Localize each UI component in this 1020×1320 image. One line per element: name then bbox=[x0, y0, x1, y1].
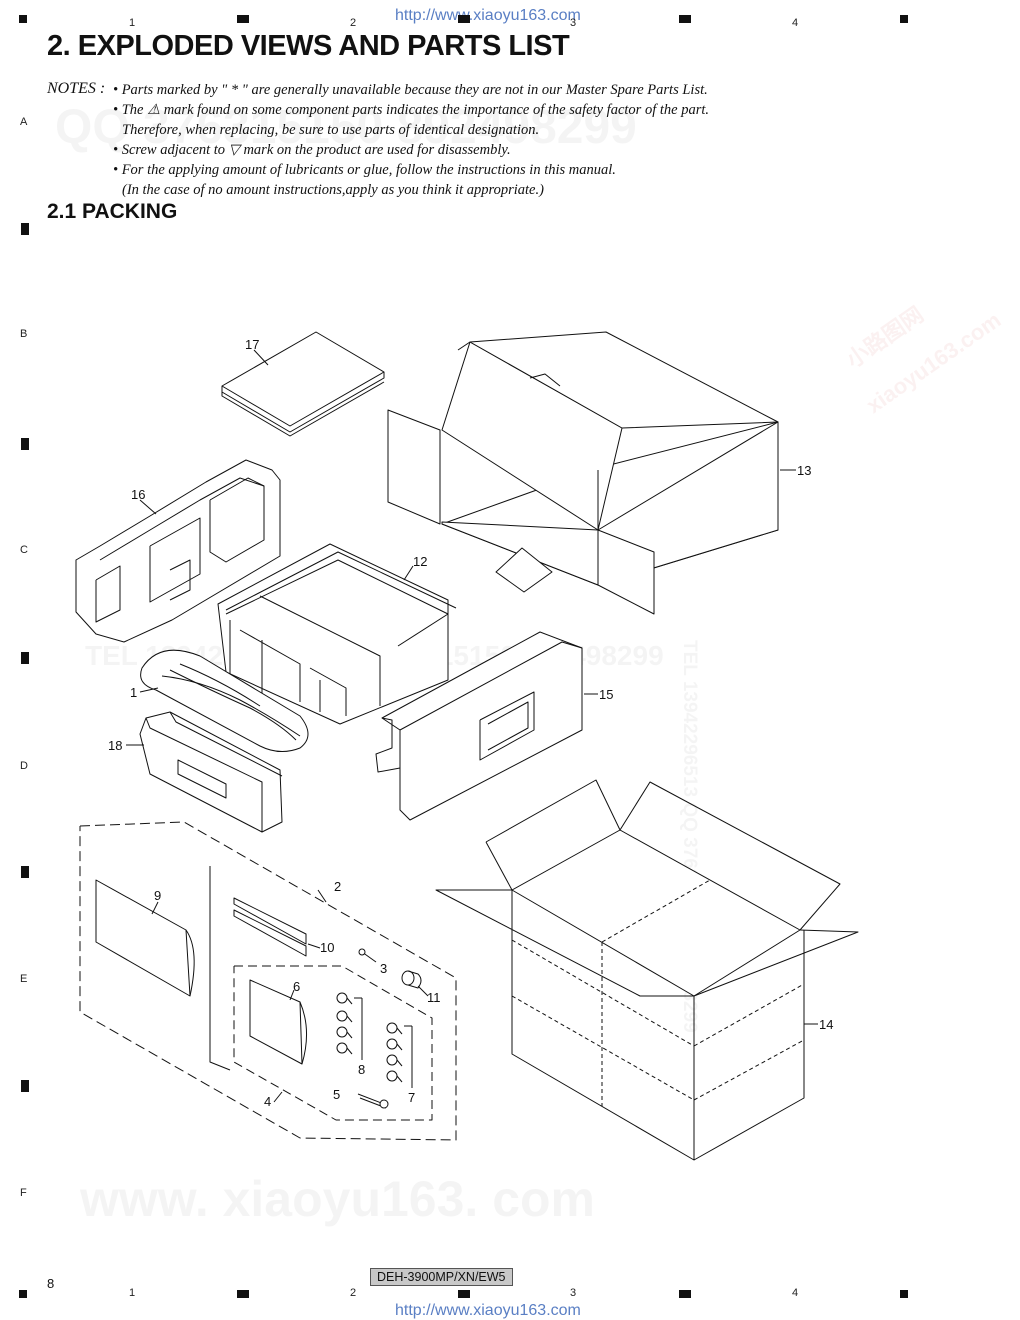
note-line-6: (In the case of no amount instructions,a… bbox=[122, 182, 544, 198]
row-letter-c: C bbox=[20, 544, 28, 556]
screw-bag bbox=[233, 965, 433, 1121]
border-mark bbox=[679, 1290, 691, 1298]
border-mark bbox=[458, 15, 470, 23]
callout-7: 7 bbox=[408, 1090, 415, 1105]
border-mark bbox=[458, 1290, 470, 1298]
bushing bbox=[401, 970, 422, 989]
row-letter-f: F bbox=[20, 1187, 27, 1199]
row-letter-a: A bbox=[20, 116, 28, 128]
instruction-sheet bbox=[249, 979, 308, 1065]
warranty-card bbox=[95, 879, 195, 997]
border-mark bbox=[21, 1080, 29, 1092]
border-mark bbox=[21, 652, 29, 664]
border-mark bbox=[237, 15, 249, 23]
column-number-2-bottom: 2 bbox=[350, 1287, 357, 1299]
notes-label: NOTES : bbox=[47, 80, 106, 97]
url-top[interactable]: http://www.xiaoyu163.com bbox=[395, 7, 581, 24]
column-number-4-bottom: 4 bbox=[792, 1287, 799, 1299]
panel-case bbox=[139, 711, 283, 833]
callout-15: 15 bbox=[599, 687, 613, 702]
screw-set-7 bbox=[386, 1022, 413, 1088]
row-letter-e: E bbox=[20, 973, 28, 985]
note-line-2: • The ⚠ mark found on some component par… bbox=[113, 102, 709, 118]
callout-3: 3 bbox=[380, 961, 387, 976]
note-line-4: • Screw adjacent to ▽ mark on the produc… bbox=[113, 142, 511, 158]
column-number-4: 4 bbox=[792, 17, 799, 29]
cable-bag bbox=[140, 649, 309, 752]
callout-1: 1 bbox=[130, 685, 137, 700]
callout-14: 14 bbox=[819, 1017, 833, 1032]
corner-mark bbox=[900, 15, 908, 23]
page-title: 2. EXPLODED VIEWS AND PARTS LIST bbox=[47, 30, 570, 62]
watermark-site: www. xiaoyu163. com bbox=[80, 1170, 595, 1228]
corner-mark bbox=[900, 1290, 908, 1298]
callout-6: 6 bbox=[293, 979, 300, 994]
callout-18: 18 bbox=[108, 738, 122, 753]
callout-4: 4 bbox=[264, 1094, 271, 1109]
border-mark bbox=[21, 223, 29, 235]
callout-13: 13 bbox=[797, 463, 811, 478]
callout-2: 2 bbox=[334, 879, 341, 894]
accessory-kit bbox=[79, 821, 457, 1141]
border-mark bbox=[21, 438, 29, 450]
foam-right bbox=[375, 631, 583, 821]
column-number-1: 1 bbox=[129, 17, 136, 29]
column-number-3: 3 bbox=[570, 17, 577, 29]
border-mark bbox=[21, 866, 29, 878]
section-title: 2.1 PACKING bbox=[47, 200, 178, 223]
column-number-2: 2 bbox=[350, 17, 357, 29]
callout-11: 11 bbox=[427, 990, 441, 1005]
foam-left bbox=[75, 459, 281, 643]
callout-5: 5 bbox=[333, 1087, 340, 1102]
note-line-3: Therefore, when replacing, be sure to us… bbox=[122, 122, 540, 138]
watermark-qq: QQ 376315150 892498299 bbox=[55, 100, 637, 155]
carton-box bbox=[387, 331, 779, 615]
bolt bbox=[357, 1093, 389, 1109]
callout-10: 10 bbox=[320, 940, 334, 955]
corner-mark bbox=[19, 15, 27, 23]
callout-16: 16 bbox=[131, 487, 145, 502]
manual-stack bbox=[221, 331, 385, 437]
url-bottom[interactable]: http://www.xiaoyu163.com bbox=[395, 1302, 581, 1319]
callout-12: 12 bbox=[413, 554, 427, 569]
row-letter-d: D bbox=[20, 760, 28, 772]
column-number-3-bottom: 3 bbox=[570, 1287, 577, 1299]
note-line-5: • For the applying amount of lubricants … bbox=[113, 162, 616, 178]
column-number-1-bottom: 1 bbox=[129, 1287, 136, 1299]
model-label: DEH-3900MP/XN/EW5 bbox=[370, 1268, 513, 1286]
callout-17: 17 bbox=[245, 337, 259, 352]
border-mark bbox=[679, 15, 691, 23]
screw-3 bbox=[358, 948, 377, 963]
page-number: 8 bbox=[47, 1276, 55, 1291]
callout-9: 9 bbox=[154, 888, 161, 903]
callout-8: 8 bbox=[358, 1062, 365, 1077]
row-letter-b: B bbox=[20, 328, 28, 340]
outer-carton bbox=[435, 779, 859, 1161]
screw-set-8 bbox=[336, 992, 363, 1060]
extraction-keys bbox=[233, 897, 307, 957]
corner-mark bbox=[19, 1290, 27, 1298]
border-mark bbox=[237, 1290, 249, 1298]
note-line-1: • Parts marked by " * " are generally un… bbox=[113, 82, 708, 98]
